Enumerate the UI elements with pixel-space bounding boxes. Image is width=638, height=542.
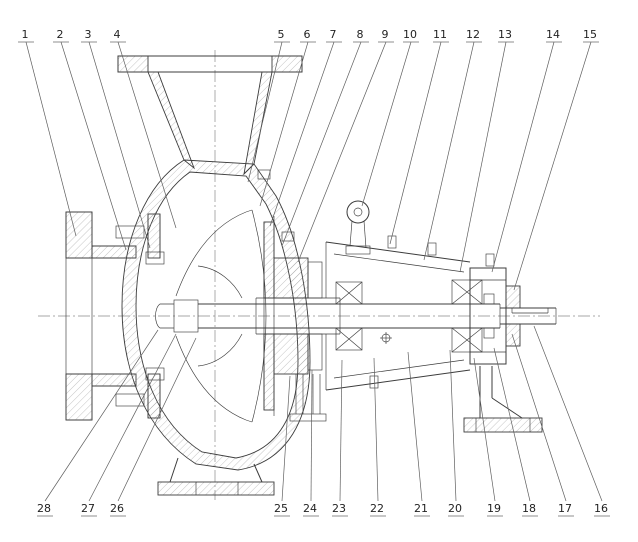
callout-label-2: 2 xyxy=(57,28,64,41)
frame-bolt-1 xyxy=(387,235,397,249)
callout-label-1: 1 xyxy=(22,28,29,41)
impeller xyxy=(155,209,267,423)
leader-line-16 xyxy=(533,325,603,502)
frame-bolt-3 xyxy=(369,375,379,389)
leader-line-28 xyxy=(44,329,159,502)
callout-label-28: 28 xyxy=(37,502,51,515)
frame-bolt-2 xyxy=(427,242,437,256)
leader-line-9 xyxy=(297,41,387,263)
leader-line-22 xyxy=(373,357,379,502)
leader-line-18 xyxy=(493,347,531,502)
leader-line-1 xyxy=(25,41,77,237)
leader-line-23 xyxy=(339,359,343,502)
callout-label-14: 14 xyxy=(546,28,560,41)
callout-label-6: 6 xyxy=(304,28,311,41)
leader-line-27 xyxy=(88,333,177,502)
callout-label-12: 12 xyxy=(466,28,480,41)
callout-label-23: 23 xyxy=(332,502,346,515)
callout-label-17: 17 xyxy=(558,502,572,515)
callout-label-5: 5 xyxy=(278,28,285,41)
leader-line-26 xyxy=(117,337,197,502)
callout-label-11: 11 xyxy=(433,28,447,41)
callout-label-27: 27 xyxy=(81,502,95,515)
wear-ring-top xyxy=(145,251,165,265)
stuffing-box xyxy=(263,216,327,422)
leader-line-4 xyxy=(117,41,177,229)
bearing-locknut-bottom xyxy=(483,327,495,339)
bearing-frame xyxy=(325,235,471,391)
leader-line-20 xyxy=(449,349,457,502)
leader-line-10 xyxy=(361,41,412,207)
discharge-flange xyxy=(117,55,303,176)
leader-line-5 xyxy=(247,41,283,183)
leader-line-17 xyxy=(511,333,567,502)
bearing-cap xyxy=(469,253,521,365)
oil-ring xyxy=(345,200,371,255)
bearing-locknut-top xyxy=(483,293,495,305)
leader-line-21 xyxy=(407,351,423,502)
callout-label-8: 8 xyxy=(357,28,364,41)
callout-label-21: 21 xyxy=(414,502,428,515)
casing-foot xyxy=(157,457,275,496)
callout-label-24: 24 xyxy=(303,502,317,515)
leader-line-25 xyxy=(281,375,291,502)
callout-label-22: 22 xyxy=(370,502,384,515)
drain-flange xyxy=(289,413,327,422)
gland-bottom xyxy=(307,333,323,371)
callout-label-18: 18 xyxy=(522,502,536,515)
callout-label-19: 19 xyxy=(487,502,501,515)
bearings xyxy=(335,279,495,353)
casing-bolt-lower xyxy=(281,231,295,242)
callout-label-10: 10 xyxy=(403,28,417,41)
callout-label-16: 16 xyxy=(594,502,608,515)
leader-line-12 xyxy=(423,41,475,261)
leader-line-14 xyxy=(491,41,555,273)
centerlines xyxy=(38,50,600,500)
callout-label-25: 25 xyxy=(274,502,288,515)
leader-line-6 xyxy=(259,41,309,207)
callout-label-13: 13 xyxy=(498,28,512,41)
callout-label-26: 26 xyxy=(110,502,124,515)
impeller-nut xyxy=(155,303,174,329)
callout-label-20: 20 xyxy=(448,502,462,515)
leader-line-19 xyxy=(473,357,496,502)
leader-line-13 xyxy=(459,41,507,273)
callout-label-7: 7 xyxy=(330,28,337,41)
leader-line-24 xyxy=(310,369,313,502)
leader-line-7 xyxy=(269,41,335,227)
support-foot xyxy=(463,366,543,433)
callout-label-9: 9 xyxy=(382,28,389,41)
leader-line-8 xyxy=(281,41,362,247)
callout-label-3: 3 xyxy=(85,28,92,41)
casing-bolt-upper xyxy=(257,169,271,180)
leader-line-2 xyxy=(60,41,127,251)
leader-line-15 xyxy=(513,41,592,291)
callout-label-15: 15 xyxy=(583,28,597,41)
leader-line-11 xyxy=(389,41,442,245)
wear-ring-bottom xyxy=(145,367,165,381)
callout-label-4: 4 xyxy=(114,28,121,41)
gland-top xyxy=(307,261,323,299)
cap-bolt xyxy=(485,253,495,267)
volute-casing xyxy=(121,159,311,471)
casing-cover xyxy=(145,213,165,419)
leader-line-3 xyxy=(88,41,151,249)
